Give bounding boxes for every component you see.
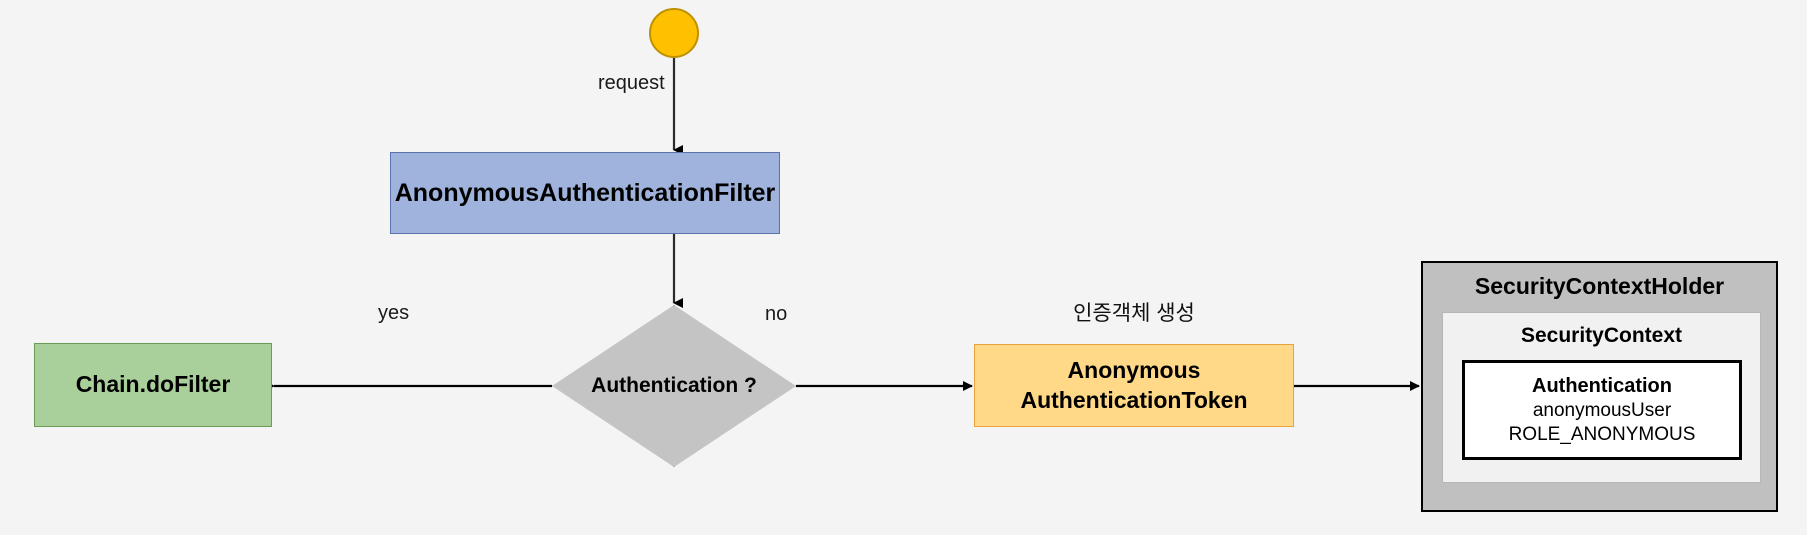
security-context-holder[interactable]: SecurityContextHolder SecurityContext Au… [1421, 261, 1778, 512]
authentication-authority: ROLE_ANONYMOUS [1508, 423, 1696, 445]
anonymous-authentication-filter[interactable]: AnonymousAuthenticationFilter [390, 152, 780, 234]
security-context[interactable]: SecurityContext Authentication anonymous… [1442, 312, 1761, 483]
authentication-decision-label: Authentication ? [591, 374, 757, 398]
authentication-principal: anonymousUser [1532, 400, 1672, 422]
authentication-decision[interactable]: Authentication ? [552, 305, 796, 467]
start-node[interactable] [649, 8, 699, 58]
chain-dofilter[interactable]: Chain.doFilter [34, 343, 272, 427]
anonymous-token-label-line1: Anonymous [1067, 357, 1201, 384]
authentication-title: Authentication [1532, 375, 1672, 398]
security-context-title: SecurityContext [1520, 324, 1683, 347]
edge-label-yes: yes [378, 302, 410, 324]
authentication-object[interactable]: Authentication anonymousUser ROLE_ANONYM… [1462, 360, 1742, 460]
edge-label-no: no [765, 303, 788, 325]
anonymous-authentication-token[interactable]: Anonymous AuthenticationToken [974, 344, 1294, 427]
anonymous-token-note: 인증객체 생성 [1073, 302, 1195, 326]
edge-label-request: request [598, 72, 665, 94]
anonymous-token-label-line2: AuthenticationToken [1020, 386, 1248, 413]
security-context-holder-title: SecurityContextHolder [1474, 273, 1725, 299]
